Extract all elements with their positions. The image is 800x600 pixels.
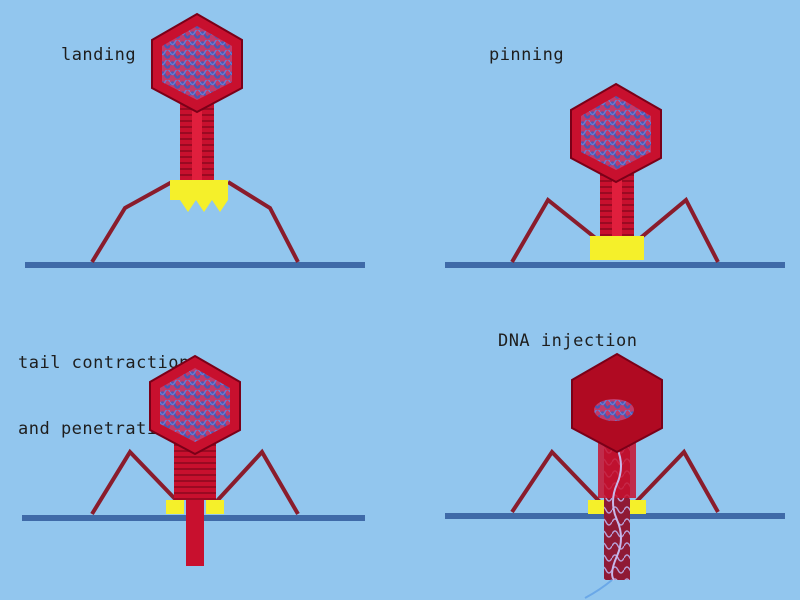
tail-fiber-right — [226, 180, 300, 263]
stage-caption-pinning: pinning — [446, 22, 564, 88]
tail-core — [612, 158, 622, 240]
baseplate — [590, 236, 644, 260]
phage-pinning — [445, 82, 785, 268]
tail-fiber-right — [214, 448, 300, 516]
caption-line: DNA injection — [497, 331, 638, 351]
tail-fiber-left — [90, 180, 173, 264]
caption-line: pinning — [488, 45, 565, 65]
baseplate-left — [166, 500, 184, 514]
caption-line: landing — [60, 45, 137, 65]
remaining-dna — [594, 399, 634, 421]
tail-fiber-right — [636, 196, 720, 263]
tail-fiber-right — [634, 448, 720, 513]
baseplate-right — [206, 500, 224, 514]
baseplate-right — [630, 500, 646, 514]
injected-dna — [584, 579, 613, 599]
baseplate-left — [588, 500, 604, 514]
phage-tail-contraction — [22, 354, 365, 566]
tail-fiber-left — [510, 448, 602, 514]
tail-fiber-left — [510, 196, 600, 264]
tail-core — [192, 88, 202, 180]
stage-caption-landing: landing — [18, 22, 136, 88]
stage-caption-dna-injection: DNA injection — [455, 308, 638, 374]
tail-fiber-left — [90, 448, 180, 516]
phage-landing — [25, 12, 365, 268]
dna-in-capsid — [162, 26, 232, 100]
dna-in-capsid — [160, 368, 230, 442]
dna-in-capsid — [581, 96, 651, 170]
baseplate — [170, 180, 228, 212]
caption-line: tail contraction — [18, 353, 190, 373]
phage-dna-injection — [445, 352, 785, 599]
